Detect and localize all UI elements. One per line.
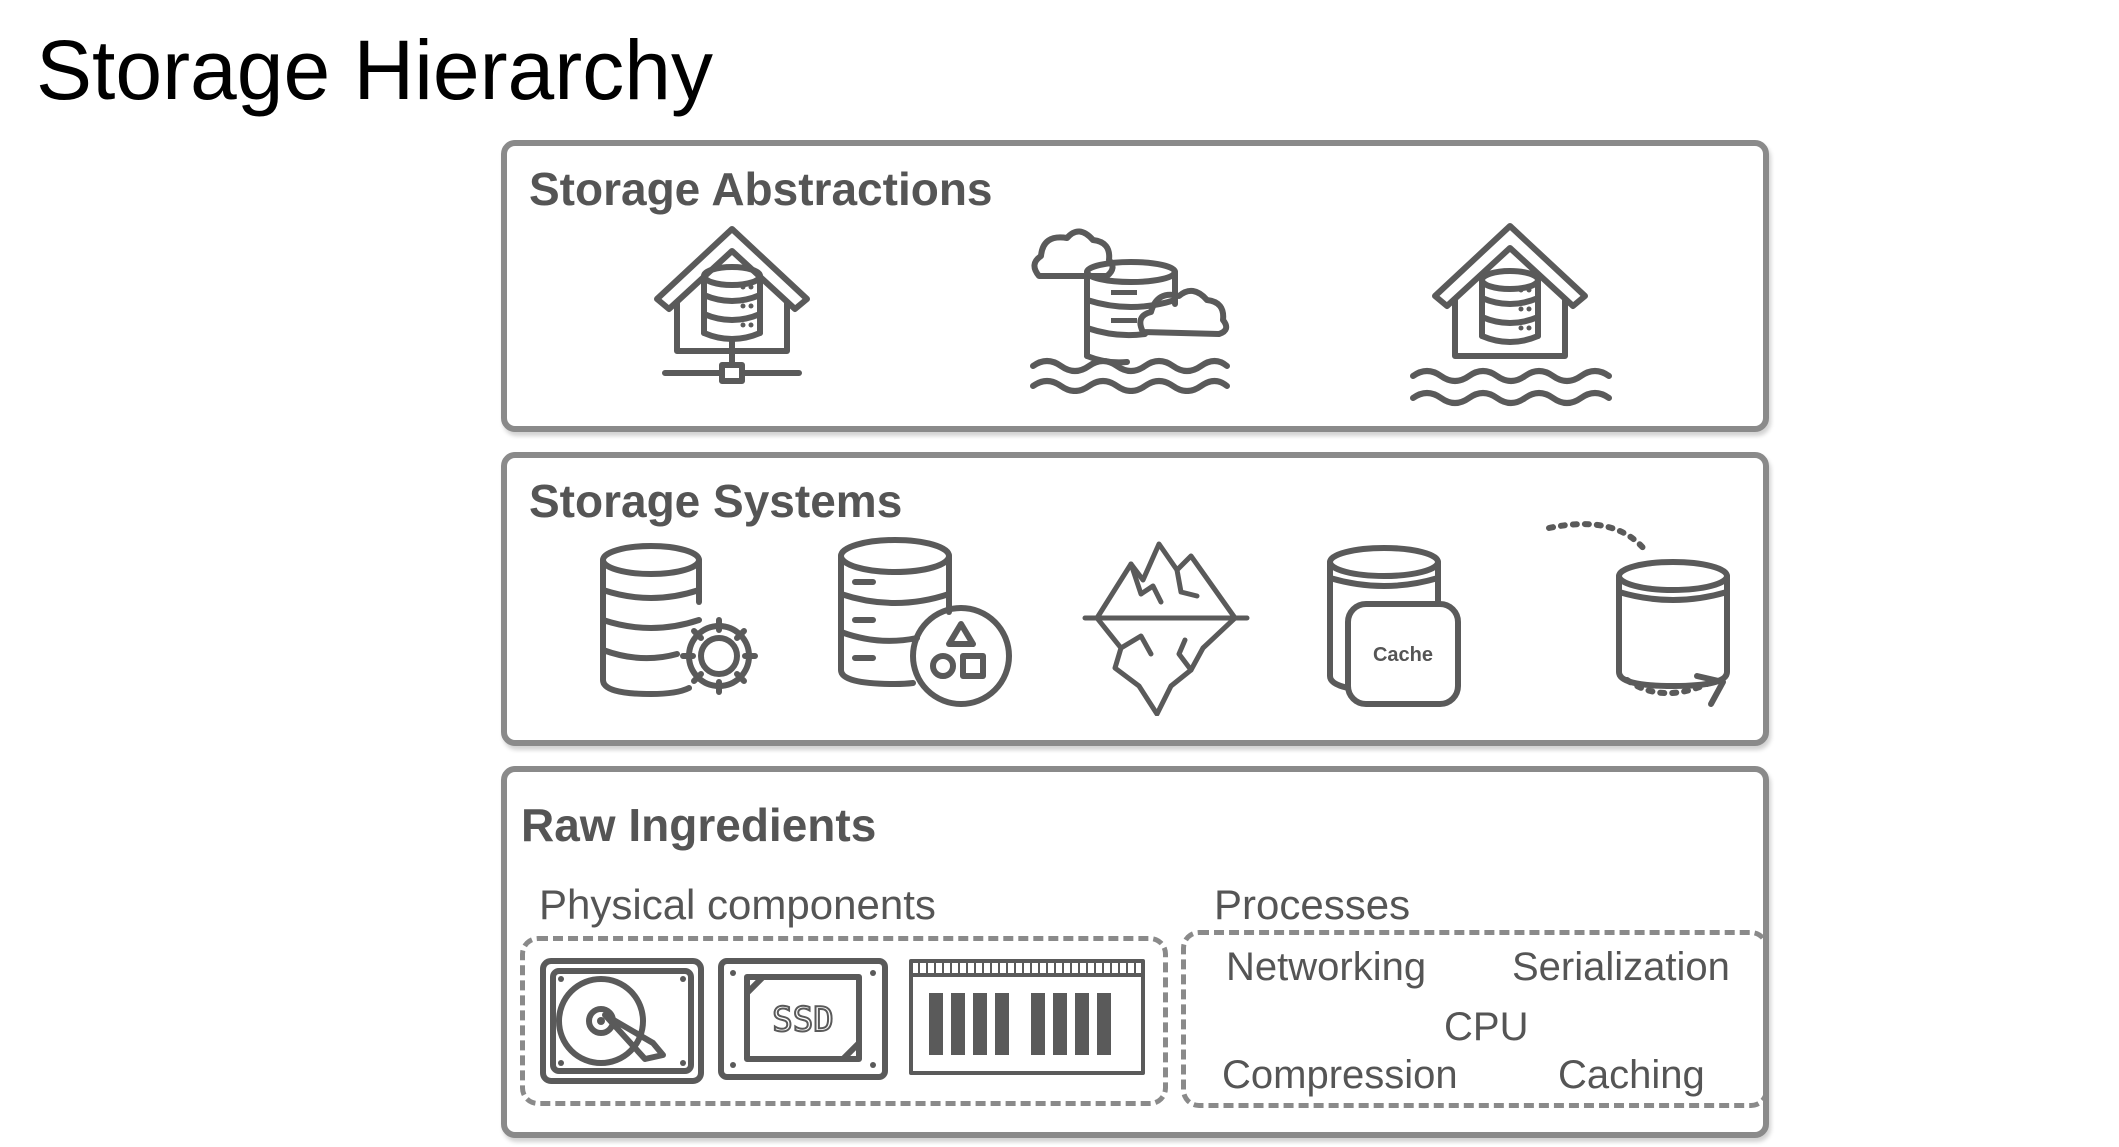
- data-warehouse-icon: [654, 226, 810, 384]
- process-serialization: Serialization: [1512, 945, 1730, 989]
- physical-components-box: SSD: [520, 936, 1168, 1106]
- storage-abstractions-panel: Storage Abstractions: [501, 140, 1769, 432]
- process-networking: Networking: [1226, 945, 1427, 989]
- process-compression: Compression: [1222, 1053, 1458, 1097]
- data-lake-icon: [1030, 228, 1230, 394]
- cache-label: Cache: [1373, 644, 1433, 666]
- ssd-icon: SSD: [718, 958, 888, 1080]
- data-lakehouse-icon: [1410, 223, 1612, 406]
- page-title: Storage Hierarchy: [36, 23, 713, 117]
- hard-drive-icon: [540, 958, 704, 1084]
- storage-systems-title: Storage Systems: [529, 475, 903, 527]
- object-storage-icon: [838, 537, 1012, 707]
- physical-components-label: Physical components: [539, 881, 936, 928]
- cache-icon: Cache: [1327, 545, 1461, 707]
- process-caching: Caching: [1558, 1053, 1705, 1097]
- processes-label: Processes: [1214, 881, 1411, 928]
- storage-abstractions-title: Storage Abstractions: [529, 163, 993, 215]
- streaming-storage-icon: [1546, 521, 1730, 707]
- raw-ingredients-title: Raw Ingredients: [521, 799, 877, 851]
- process-cpu: CPU: [1444, 1005, 1529, 1049]
- database-management-icon: [600, 543, 758, 697]
- ram-icon: [909, 959, 1145, 1075]
- raw-ingredients-panel: Raw Ingredients Physical components Proc…: [501, 766, 1769, 1138]
- storage-systems-panel: Storage Systems: [501, 452, 1769, 746]
- processes-box: Networking Serialization CPU Compression…: [1181, 930, 1769, 1108]
- iceberg-icon: [1082, 541, 1250, 716]
- ssd-label: SSD: [772, 1000, 833, 1040]
